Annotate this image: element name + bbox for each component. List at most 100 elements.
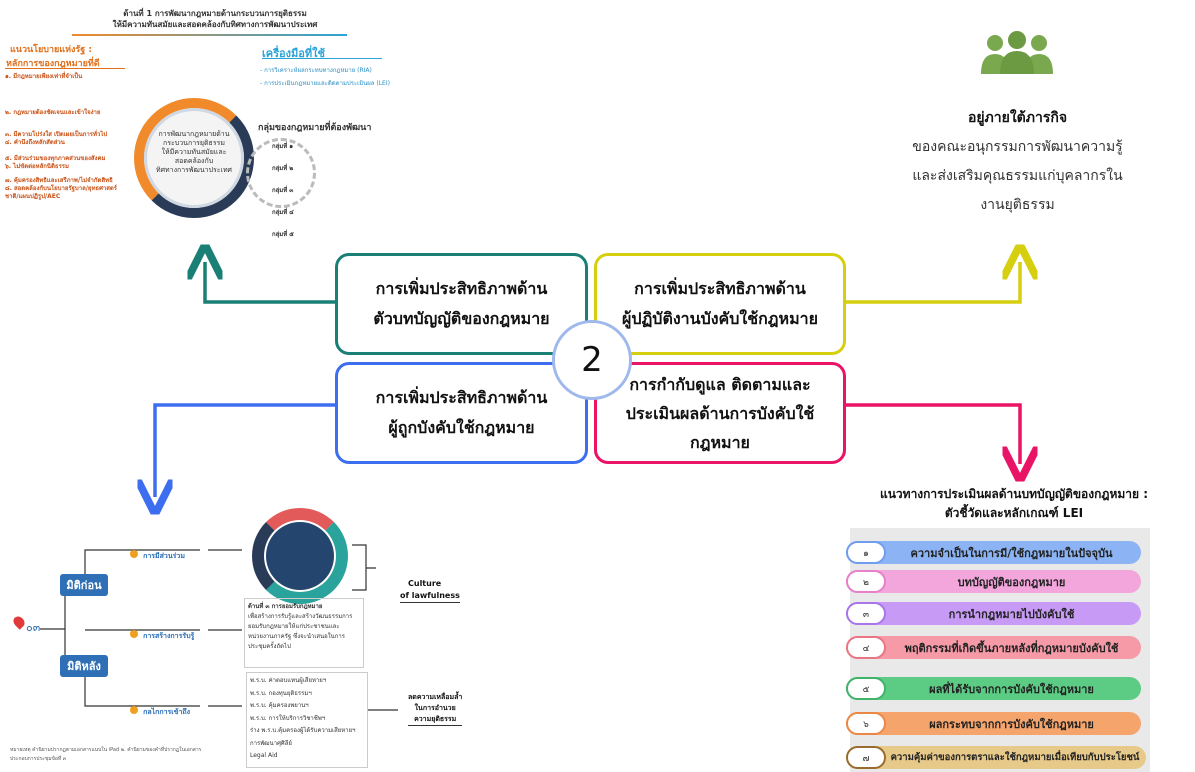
- law-item: พ.ร.บ. กองทุนยุติธรรมฯ: [250, 689, 312, 697]
- lei-item: ๔ พฤติกรรมที่เกิดขึ้นภายหลังที่กฎหมายบัง…: [846, 636, 1141, 659]
- group-item: กลุ่มที่ ๑: [272, 143, 294, 150]
- tool-item: - การวิเคราะห์ผลกระทบทางกฎหมาย (RIA): [260, 67, 372, 74]
- after-dimension: มิติหลัง: [60, 655, 108, 677]
- lei-title-line: แนวทางการประเมินผลด้านบทบัญญัติของกฎหมาย…: [879, 487, 1149, 501]
- mission-heading: อยู่ภายใต้ภารกิจ: [967, 110, 1068, 126]
- lei-item-label: ความจำเป็นในการมี/ใช้กฎหมายในปัจจุบัน: [910, 546, 1113, 560]
- law-item: พ.ร.บ. การให้บริการวิชาชีพฯ: [250, 714, 326, 722]
- top-left-panel: ด้านที่ 1 การพัฒนากฎหมายด้านกระบวนการยุต…: [0, 0, 430, 262]
- law-item: พ.ร.บ. ค่าตอบแทนผู้เสียหายฯ: [250, 677, 327, 684]
- branch-awareness: การสร้างการรับรู้: [130, 623, 194, 642]
- ring-line: สอดคล้องกับ: [174, 157, 214, 165]
- lei-item: ๗ ความคุ้มค่าของการตราและใช้กฎหมายเมื่อเ…: [846, 746, 1146, 769]
- lei-item: ๑ ความจำเป็นในการมี/ใช้กฎหมายในปัจจุบัน: [846, 541, 1141, 564]
- law-item: Legal Aid: [250, 752, 278, 759]
- policy-heading: แนวนโยบายแห่งรัฐ :: [10, 45, 92, 55]
- reduce-line: ความยุติธรรม: [408, 714, 463, 726]
- person-icon: [130, 550, 138, 558]
- groups-heading: กลุ่มของกฎหมายที่ต้องพัฒนา: [258, 123, 372, 133]
- branch-label: กลไกการเข้าถึง: [143, 708, 191, 716]
- teal-arrow: [205, 262, 335, 304]
- culture-line: Culture: [408, 579, 442, 588]
- footnote: หมายเหตุ คำนิยามปรากฏตามเอกสารแนบใน iPad…: [10, 746, 201, 764]
- before-dimension: มิติก่อน: [60, 574, 108, 596]
- culture-label: Culture of lawfulness: [400, 578, 460, 603]
- origin-label: ๐๓: [26, 621, 41, 634]
- lei-title-line: ตัวชี้วัดและหลักเกณฑ์ LEI: [944, 506, 1084, 520]
- ring-line: กระบวนการยุติธรรม: [163, 139, 225, 147]
- lei-item: ๓ การนำกฎหมายไปบังคับใช้: [846, 602, 1141, 625]
- mission-line: งานยุติธรรม: [980, 197, 1055, 213]
- group-item: กลุ่มที่ ๓: [272, 187, 294, 194]
- ring-line: การพัฒนากฎหมายด้าน: [158, 130, 230, 138]
- mission-line: ของคณะอนุกรรมการพัฒนาความรู้: [912, 139, 1123, 155]
- tools-heading: เครื่องมือที่ใช้: [262, 47, 325, 60]
- pink-arrow: [846, 403, 1020, 464]
- panel-subtitle: ให้มีความทันสมัยและสอดคล้องกับทิศทางการพ…: [112, 20, 318, 29]
- lei-item: ๕ ผลที่ได้รับจากการบังคับใช้กฎหมาย: [846, 677, 1141, 700]
- box-enforcers: การเพิ่มประสิทธิภาพด้าน ผู้ปฏิบัติงานบัง…: [594, 253, 846, 355]
- awareness-line: ยอมรับกฎหมายให้แก่ประชาชนและ: [248, 623, 340, 630]
- law-item: พ.ร.บ. คุ้มครองพยานฯ: [250, 702, 309, 709]
- group-item: กลุ่มที่ ๒: [272, 165, 294, 172]
- awareness-line: ด้านที่ ๓ การยอมรับกฎหมาย: [248, 603, 323, 610]
- awareness-panel: ด้านที่ ๓ การยอมรับกฎหมาย เพื่อสร้างการร…: [244, 598, 364, 668]
- mission-line: และส่งเสริมคุณธรรมแก่บุคลากรใน: [912, 168, 1123, 184]
- lei-item-number: ๗: [846, 746, 886, 769]
- lei-item: ๒ บทบัญญัติของกฎหมาย: [846, 570, 1141, 593]
- lei-item-label: ผลที่ได้รับจากการบังคับใช้กฎหมาย: [929, 682, 1094, 696]
- people-icon: [978, 30, 1056, 76]
- box-law-provisions: การเพิ่มประสิทธิภาพด้าน ตัวบทบัญญัติของก…: [335, 253, 588, 355]
- lei-item: ๖ ผลกระทบจากการบังคับใช้กฎหมาย: [846, 712, 1141, 735]
- principle-item: ๔. คำนึงถึงหลักสัดส่วน: [5, 139, 65, 146]
- box-line: ผู้ปฏิบัติงานบังคับใช้กฎหมาย: [622, 309, 818, 328]
- center-number: 2: [581, 340, 603, 380]
- law-item: การพัฒนาศุศิลีย์: [250, 739, 292, 747]
- principle-item: ๑. มีกฎหมายเพียงเท่าที่จำเป็น: [5, 73, 83, 80]
- blue-arrow: [155, 403, 336, 497]
- principle-item: ๒. กฎหมายต้องชัดเจนและเข้าใจง่าย: [5, 109, 101, 116]
- lei-item-number: ๒: [846, 570, 886, 593]
- principle-item: ๗. คุ้มครองสิทธิและเสรีภาพ/ไม่จำกัดสิทธิ: [5, 177, 113, 184]
- reduce-inequality: ลดความเหลื่อมล้ำ ในการอำนวย ความยุติธรรม: [408, 692, 463, 726]
- awareness-line: หน่วยงานภาครัฐ ซึ่งจะนำเสนอในการ: [248, 633, 346, 640]
- box-subjects: การเพิ่มประสิทธิภาพด้าน ผู้ถูกบังคับใช้ก…: [335, 362, 588, 464]
- dashed-ring: [246, 138, 316, 208]
- principle-heading: หลักการของกฎหมายที่ดี: [6, 59, 100, 69]
- culture-line: of lawfulness: [400, 590, 460, 603]
- footnote-line: ประกอบการประชุมข้อที่ ๓: [10, 756, 67, 762]
- lei-item-number: ๓: [846, 602, 886, 625]
- branch-label: การมีส่วนร่วม: [143, 552, 185, 560]
- ring-line: ทิศทางการพัฒนาประเทศ: [155, 166, 232, 174]
- lei-title: แนวทางการประเมินผลด้านบทบัญญัติของกฎหมาย…: [840, 485, 1188, 523]
- awareness-line: เพื่อสร้างการรับรู้และสร้างวัฒนธรรมการ: [248, 613, 353, 620]
- branch-participation: การมีส่วนร่วม: [130, 543, 185, 562]
- principle-list: ๑. มีกฎหมายเพียงเท่าที่จำเป็น ๒. กฎหมายต…: [5, 73, 130, 201]
- principle-item: ๓. มีความโปร่งใส เปิดเผยเป็นการทั่วไป: [5, 131, 108, 138]
- box-line: ผู้ถูกบังคับใช้กฎหมาย: [388, 418, 535, 437]
- lei-item-number: ๔: [846, 636, 886, 659]
- ring-text: การพัฒนากฎหมายด้าน กระบวนการยุติธรรม ให้…: [146, 130, 242, 175]
- yellow-arrow: [846, 262, 1020, 304]
- awareness-line: ประชุมครั้งถัดไป: [248, 643, 291, 650]
- lei-item-number: ๖: [846, 712, 886, 735]
- reduce-line: ในการอำนวย: [414, 704, 456, 712]
- principle-item: ๘. สอดคล้องกับนโยบายรัฐบาล/ยุทธศาสตร์ชาต…: [5, 185, 118, 200]
- box-line: ตัวบทบัญญัติของกฎหมาย: [373, 309, 550, 328]
- box-line: การเพิ่มประสิทธิภาพด้าน: [375, 388, 548, 407]
- box-line: การกำกับดูแล ติดตามและ: [629, 374, 811, 394]
- ring-line: ให้มีความทันสมัยและ: [161, 148, 227, 156]
- lei-item-label: ความคุ้มค่าของการตราและใช้กฎหมายเมื่อเที…: [890, 752, 1140, 763]
- law-list: พ.ร.บ. ค่าตอบแทนผู้เสียหายฯ พ.ร.บ. กองทุ…: [246, 672, 368, 768]
- reduce-line: ลดความเหลื่อมล้ำ: [408, 693, 463, 701]
- tool-item: - การประเมินกฎหมายและติดตามประเมินผล (LE…: [260, 80, 390, 87]
- lei-item-label: บทบัญญัติของกฎหมาย: [957, 575, 1066, 589]
- lei-item-number: ๕: [846, 677, 886, 700]
- box-line: ประเมินผลด้านการบังคับใช้: [625, 403, 815, 423]
- lei-item-label: การนำกฎหมายไปบังคับใช้: [948, 607, 1075, 621]
- lei-item-number: ๑: [846, 541, 886, 564]
- principle-item: ๖. ไม่ขัดต่อหลักนิติธรรม: [5, 163, 69, 170]
- box-line: กฎหมาย: [690, 432, 750, 452]
- mission-text: อยู่ภายใต้ภารกิจ ของคณะอนุกรรมการพัฒนาคว…: [895, 104, 1140, 220]
